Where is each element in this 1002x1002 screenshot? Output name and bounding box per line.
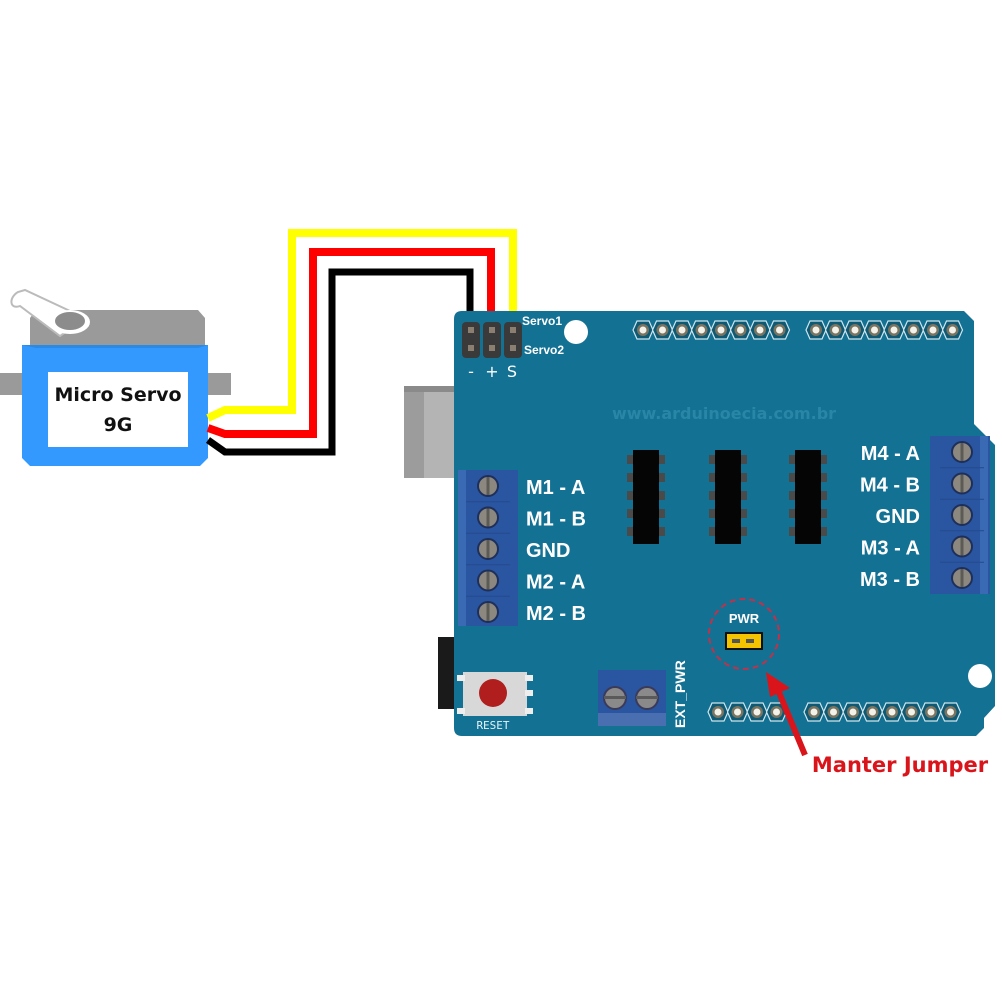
ext-power-label: EXT_PWR: [672, 660, 688, 728]
header-pin: [883, 320, 905, 340]
header-pin: [651, 320, 674, 340]
left-terminal-label-m2-a: M2 - A: [526, 572, 585, 594]
pin-label-power: +: [485, 362, 498, 381]
terminal-screw: [951, 441, 973, 463]
servo2-label: Servo2: [524, 343, 564, 357]
annotation-arrow: [766, 672, 808, 757]
power-wire: [206, 248, 495, 438]
left-terminal-label-m1-b: M1 - B: [526, 509, 586, 531]
header-pin: [729, 320, 752, 340]
header-pin: [710, 320, 732, 340]
header-pin: [749, 320, 771, 340]
servo-header: [462, 322, 522, 358]
reset-label: RESET: [476, 719, 509, 732]
terminal-screw: [951, 535, 973, 558]
left-terminal-label-gnd: GND: [526, 540, 570, 562]
header-pin: [746, 702, 768, 722]
motor-driver-ics: [627, 450, 827, 544]
right-terminal-label-m4-b: M4 - B: [860, 475, 920, 497]
ext-power-terminal: [598, 670, 666, 726]
servo-label-line1: Micro Servo: [54, 384, 181, 406]
driver-ic: [789, 450, 827, 544]
header-pin: [902, 320, 925, 340]
header-pin: [768, 320, 791, 340]
header-pin: [824, 320, 847, 340]
annotation-text: Manter Jumper: [812, 753, 989, 777]
servo1-label: Servo1: [522, 314, 562, 328]
terminal-screw: [477, 506, 499, 529]
header-pin: [844, 320, 866, 340]
header-pin: [941, 320, 964, 340]
header-top-left: [632, 320, 791, 340]
mounting-hole: [968, 664, 992, 688]
pin-label-signal: S: [507, 362, 517, 381]
header-pin: [726, 702, 749, 722]
usb-connector: [404, 386, 456, 478]
terminal-screw: [951, 472, 973, 495]
terminal-screw: [477, 538, 499, 560]
right-terminal-label-m3-b: M3 - B: [860, 569, 920, 591]
header-pin: [922, 320, 944, 340]
header-pin: [863, 320, 886, 340]
terminal-screw: [477, 569, 499, 592]
pin-label-ground: -: [468, 362, 474, 381]
left-terminal-label-m2-b: M2 - B: [526, 603, 586, 625]
driver-ic: [709, 450, 747, 544]
terminal-screw: [477, 601, 499, 623]
right-terminal-label-m4-a: M4 - A: [861, 443, 920, 465]
left-terminal-label-m1-a: M1 - A: [526, 477, 585, 499]
header-pin: [803, 702, 825, 722]
header-pin: [805, 320, 827, 340]
reset-button[interactable]: [457, 672, 533, 716]
header-pin: [632, 320, 654, 340]
terminal-screw: [951, 567, 973, 589]
ground-wire: [205, 268, 474, 456]
servo-label-box: [48, 372, 188, 447]
right-terminal-label-m3-a: M3 - A: [861, 538, 920, 560]
header-pin: [881, 702, 903, 722]
signal-wire: [206, 229, 517, 422]
header-pin: [939, 702, 962, 722]
terminal-block-right: [930, 436, 990, 594]
servo-label-line2: 9G: [104, 414, 133, 436]
jumper-highlight-circle: [708, 598, 780, 670]
header-pin: [920, 702, 942, 722]
pwr-jumper[interactable]: [725, 632, 763, 650]
header-pin: [900, 702, 923, 722]
header-top-right: [805, 320, 964, 340]
header-pin: [671, 320, 693, 340]
micro-servo: Micro Servo 9G: [0, 288, 231, 466]
terminal-screw: [951, 504, 973, 526]
servo-wires: [205, 229, 517, 456]
header-pin: [842, 702, 864, 722]
driver-ic: [627, 450, 665, 544]
servo-mount-tab-right: [203, 373, 231, 395]
servo-body-shade: [22, 345, 208, 348]
terminal-screw: [477, 475, 499, 497]
servo-shaft-cap: [55, 312, 85, 330]
header-pin: [861, 702, 884, 722]
pwr-jumper-label: PWR: [729, 611, 760, 626]
right-terminal-label-gnd: GND: [876, 506, 920, 528]
header-pin: [707, 702, 729, 722]
header-pin: [690, 320, 713, 340]
header-pin: [822, 702, 845, 722]
header-bottom-right: [803, 702, 962, 722]
reset-button-cap[interactable]: [479, 679, 507, 707]
watermark: www.arduinoecia.com.br: [612, 404, 836, 423]
terminal-block-left: [458, 470, 518, 626]
mounting-hole: [564, 320, 588, 344]
